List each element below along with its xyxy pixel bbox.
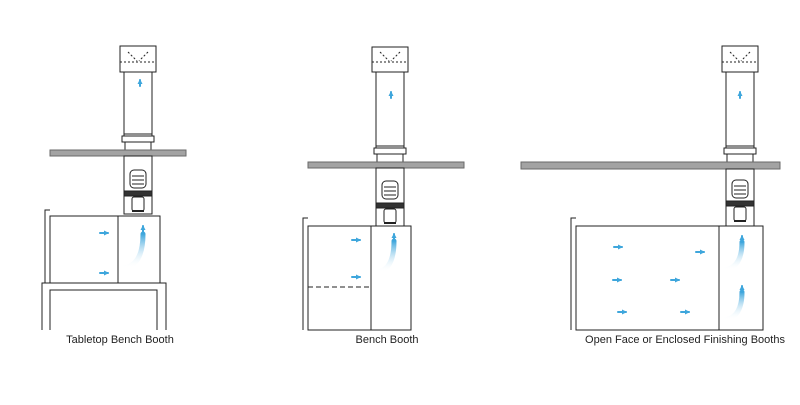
- airflow-2: [275, 73, 397, 280]
- caption-bench-booth: Bench Booth: [355, 334, 419, 346]
- ceiling-1: [49, 149, 187, 157]
- fan-unit-3: [725, 168, 755, 228]
- bench-booth: [302, 46, 465, 331]
- airflow-1: [14, 71, 146, 276]
- tabletop-bench-booth: [41, 45, 187, 330]
- table-1: [41, 282, 167, 330]
- airflow-3: [541, 73, 745, 323]
- fan-unit-1: [123, 155, 153, 215]
- fan-unit-2: [375, 167, 405, 227]
- ceiling-2: [307, 161, 465, 169]
- caption-tabletop-bench-booth: Tabletop Bench Booth: [66, 334, 174, 346]
- ceiling-3: [520, 161, 781, 170]
- caption-open-face-booths: Open Face or Enclosed Finishing Booths: [585, 334, 785, 346]
